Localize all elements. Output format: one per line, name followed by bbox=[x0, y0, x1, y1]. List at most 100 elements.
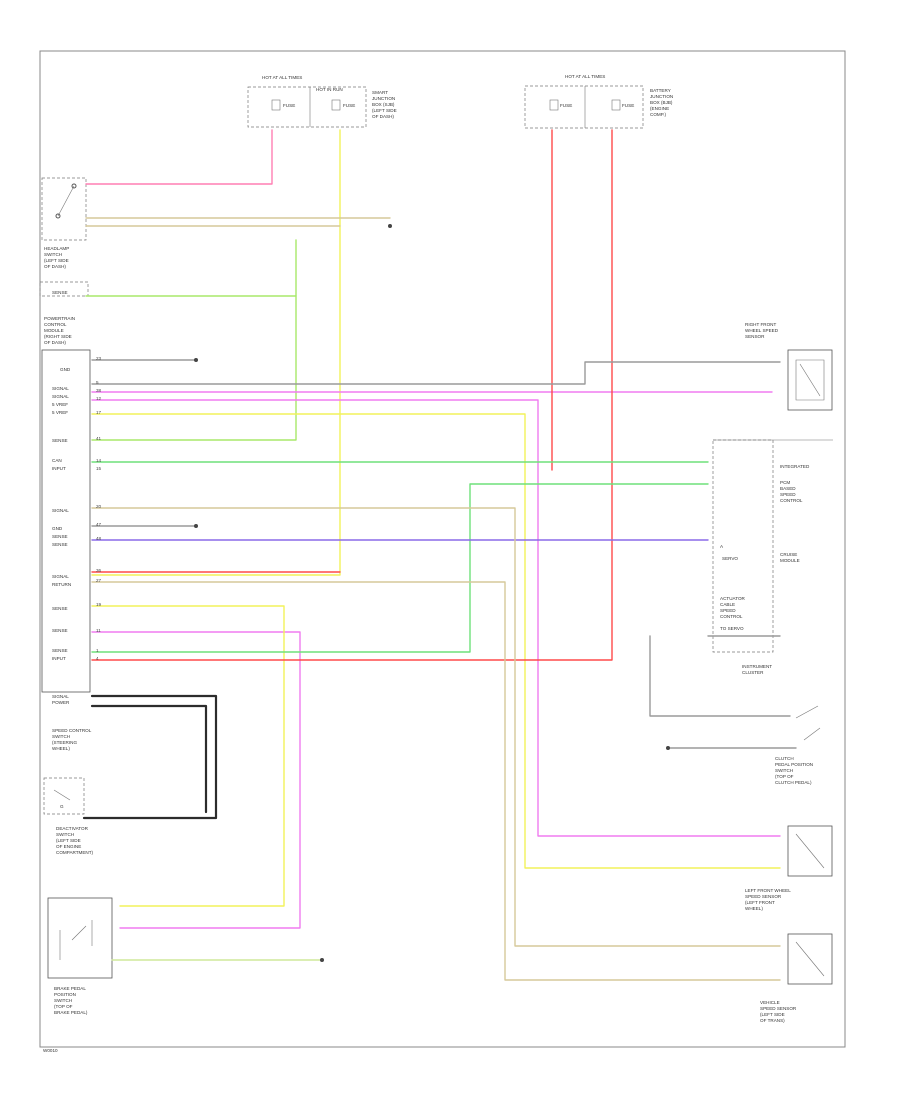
svg-text:SIGNAL: SIGNAL bbox=[52, 508, 69, 513]
svg-text:19: 19 bbox=[96, 602, 102, 607]
svg-text:MODULE: MODULE bbox=[780, 558, 800, 563]
svg-text:14: 14 bbox=[96, 458, 102, 463]
svg-text:17: 17 bbox=[96, 410, 102, 415]
svg-text:SENSE: SENSE bbox=[52, 628, 68, 633]
svg-text:COMP.): COMP.) bbox=[650, 112, 666, 117]
svg-text:48: 48 bbox=[96, 536, 102, 541]
speed-control-module: INTEGRATED PCM BASED SPEED CONTROL A SER… bbox=[712, 439, 833, 675]
svg-text:5 VREF: 5 VREF bbox=[52, 402, 68, 407]
clutch-pedal-switch: CLUTCH PEDAL POSITION SWITCH (TOP OF CLU… bbox=[775, 705, 821, 785]
svg-text:SENSE: SENSE bbox=[52, 290, 68, 295]
svg-text:INTEGRATED: INTEGRATED bbox=[780, 464, 810, 469]
svg-text:41: 41 bbox=[96, 436, 102, 441]
svg-text:SIGNAL: SIGNAL bbox=[52, 386, 69, 391]
svg-text:BRAKE PEDAL: BRAKE PEDAL bbox=[54, 986, 86, 991]
svg-text:OF DASH): OF DASH) bbox=[372, 114, 394, 119]
svg-text:POWER: POWER bbox=[52, 700, 70, 705]
control-module: SENSE POWERTRAIN CONTROL MODULE (RIGHT S… bbox=[39, 281, 92, 751]
svg-text:38: 38 bbox=[96, 388, 102, 393]
svg-text:BRAKE PEDAL): BRAKE PEDAL) bbox=[54, 1010, 88, 1015]
svg-text:WHEEL SPEED: WHEEL SPEED bbox=[745, 328, 779, 333]
svg-text:FUSE: FUSE bbox=[560, 103, 572, 108]
svg-text:MODULE: MODULE bbox=[44, 328, 64, 333]
svg-text:CABLE: CABLE bbox=[720, 602, 735, 607]
svg-text:47: 47 bbox=[96, 522, 102, 527]
svg-text:5: 5 bbox=[96, 380, 99, 385]
svg-text:ACTUATOR: ACTUATOR bbox=[720, 596, 746, 601]
svg-text:SIGNAL: SIGNAL bbox=[52, 394, 69, 399]
svg-text:SWITCH: SWITCH bbox=[54, 998, 72, 1003]
svg-text:SPEED: SPEED bbox=[780, 492, 796, 497]
page-reference: W0010 bbox=[43, 1048, 58, 1053]
svg-text:JUNCTION: JUNCTION bbox=[372, 96, 395, 101]
svg-text:12: 12 bbox=[96, 396, 102, 401]
svg-text:GND: GND bbox=[60, 367, 71, 372]
svg-text:SWITCH: SWITCH bbox=[775, 768, 793, 773]
svg-text:TO SERVO: TO SERVO bbox=[720, 626, 744, 631]
svg-text:JUNCTION: JUNCTION bbox=[650, 94, 673, 99]
fuse-box-right: HOT AT ALL TIMES FUSE FUSE BATTERY JUNCT… bbox=[524, 74, 673, 129]
svg-text:PEDAL POSITION: PEDAL POSITION bbox=[775, 762, 813, 767]
svg-text:FUSE: FUSE bbox=[343, 103, 355, 108]
svg-text:SWITCH: SWITCH bbox=[56, 832, 74, 837]
svg-text:23: 23 bbox=[96, 356, 102, 361]
svg-text:OF DASH): OF DASH) bbox=[44, 340, 66, 345]
svg-text:CAN: CAN bbox=[52, 458, 62, 463]
diagram-frame bbox=[39, 50, 846, 1048]
svg-text:(RIGHT SIDE: (RIGHT SIDE bbox=[44, 334, 72, 339]
svg-text:DEACTIVATOR: DEACTIVATOR bbox=[56, 826, 89, 831]
svg-text:SENSE: SENSE bbox=[52, 534, 68, 539]
headlamp-switch: HEADLAMP SWITCH (LEFT SIDE OF DASH) bbox=[41, 177, 87, 269]
svg-text:(LEFT SIDE: (LEFT SIDE bbox=[56, 838, 81, 843]
sensor-right-top: RIGHT FRONT WHEEL SPEED SENSOR bbox=[745, 322, 833, 411]
svg-text:PCM: PCM bbox=[780, 480, 790, 485]
svg-text:INSTRUMENT: INSTRUMENT bbox=[742, 664, 772, 669]
svg-text:(STEERING: (STEERING bbox=[52, 740, 77, 745]
svg-text:SENSE: SENSE bbox=[52, 438, 68, 443]
svg-text:SWITCH: SWITCH bbox=[52, 734, 70, 739]
svg-text:HOT IN RUN: HOT IN RUN bbox=[316, 87, 343, 92]
svg-text:SENSE: SENSE bbox=[52, 606, 68, 611]
svg-text:11: 11 bbox=[96, 628, 101, 633]
svg-text:OF ENGINE: OF ENGINE bbox=[56, 844, 81, 849]
svg-text:HOT AT ALL TIMES: HOT AT ALL TIMES bbox=[565, 74, 605, 79]
svg-text:POSITION: POSITION bbox=[54, 992, 76, 997]
svg-text:SENSE: SENSE bbox=[52, 542, 68, 547]
svg-text:CLUTCH: CLUTCH bbox=[775, 756, 794, 761]
svg-text:(TOP OF: (TOP OF bbox=[54, 1004, 73, 1009]
svg-text:20: 20 bbox=[96, 504, 102, 509]
connector-markers bbox=[194, 224, 670, 962]
svg-text:INPUT: INPUT bbox=[52, 466, 66, 471]
pin-labels: 23 5 38 12 17 41 14 15 20 47 48 36 27 19… bbox=[96, 356, 102, 661]
svg-text:G: G bbox=[60, 804, 64, 809]
svg-text:VEHICLE: VEHICLE bbox=[760, 1000, 780, 1005]
svg-text:A: A bbox=[720, 544, 724, 549]
svg-text:SWITCH: SWITCH bbox=[44, 252, 62, 257]
svg-text:CLUTCH PEDAL): CLUTCH PEDAL) bbox=[775, 780, 812, 785]
svg-text:CONTROL: CONTROL bbox=[720, 614, 743, 619]
svg-text:(ENGINE: (ENGINE bbox=[650, 106, 669, 111]
sensor-right-middle: LEFT FRONT WHEEL SPEED SENSOR (LEFT FRON… bbox=[745, 825, 833, 911]
svg-text:SPEED CONTROL: SPEED CONTROL bbox=[52, 728, 92, 733]
svg-text:GND: GND bbox=[52, 526, 63, 531]
svg-text:4: 4 bbox=[96, 656, 99, 661]
svg-text:(TOP OF: (TOP OF bbox=[775, 774, 794, 779]
svg-text:INPUT: INPUT bbox=[52, 656, 66, 661]
svg-text:OF DASH): OF DASH) bbox=[44, 264, 66, 269]
svg-text:OF TRANS): OF TRANS) bbox=[760, 1018, 785, 1023]
fuse-box-left: HOT AT ALL TIMES HOT IN RUN FUSE FUSE SM… bbox=[247, 75, 397, 128]
svg-text:15: 15 bbox=[96, 466, 102, 471]
svg-text:FUSE: FUSE bbox=[283, 103, 295, 108]
svg-text:5 VREF: 5 VREF bbox=[52, 410, 68, 415]
svg-text:(LEFT SIDE: (LEFT SIDE bbox=[44, 258, 69, 263]
svg-text:HEADLAMP: HEADLAMP bbox=[44, 246, 69, 251]
svg-text:SIGNAL: SIGNAL bbox=[52, 574, 69, 579]
svg-text:SPEED SENSOR: SPEED SENSOR bbox=[745, 894, 782, 899]
svg-text:HOT AT ALL TIMES: HOT AT ALL TIMES bbox=[262, 75, 302, 80]
svg-text:BOX (SJB): BOX (SJB) bbox=[372, 102, 395, 107]
svg-text:BASED: BASED bbox=[780, 486, 796, 491]
svg-text:(LEFT SIDE: (LEFT SIDE bbox=[372, 108, 397, 113]
svg-text:SENSE: SENSE bbox=[52, 648, 68, 653]
sensor-right-bottom: VEHICLE SPEED SENSOR (LEFT SIDE OF TRANS… bbox=[760, 933, 833, 1023]
